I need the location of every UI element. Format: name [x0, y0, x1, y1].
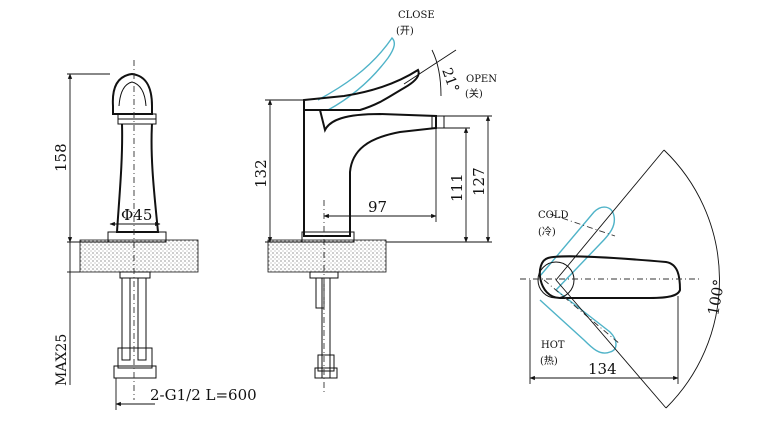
label-open-cn: (关) — [465, 87, 483, 100]
side-counter — [267, 239, 387, 273]
side-lever — [303, 68, 420, 111]
label-hot-cn: (热) — [540, 354, 558, 367]
dim-max-thickness: MAX25 — [54, 334, 70, 386]
top-view: 100° 134 COLD (冷) HOT (热) — [520, 149, 728, 409]
label-hot: HOT — [541, 340, 565, 351]
label-cold: COLD — [538, 210, 569, 221]
dim-spout-height: 132 — [252, 159, 270, 188]
lever-closed-position — [317, 36, 396, 111]
side-body — [303, 109, 437, 237]
dim-hose: 2-G1/2 L=600 — [150, 386, 257, 404]
handle-hot-position — [539, 289, 617, 354]
front-handle — [111, 72, 153, 115]
dim-height-total: 158 — [52, 143, 70, 172]
label-close: CLOSE — [398, 10, 435, 21]
dim-rotation-angle: 100° — [704, 278, 728, 317]
dim-top-length: 134 — [588, 360, 617, 378]
dim-body-height: 127 — [470, 167, 488, 196]
label-close-cn: (开) — [396, 26, 414, 37]
front-counter — [79, 239, 199, 273]
dim-diameter: Φ45 — [121, 206, 152, 224]
front-view: 158 MAX25 Φ45 2-G1/2 L=600 — [52, 60, 257, 410]
handle-cold-position — [539, 206, 616, 291]
dim-outlet-height: 111 — [448, 173, 466, 202]
top-handle — [539, 255, 682, 299]
dim-lever-angle: 21° — [438, 66, 462, 95]
side-view: 132 97 111 127 21° CLOSE (开) OPEN (关) — [252, 10, 497, 392]
dim-reach: 97 — [368, 198, 387, 216]
label-open: OPEN — [466, 74, 497, 85]
label-cold-cn: (冷) — [538, 225, 556, 238]
